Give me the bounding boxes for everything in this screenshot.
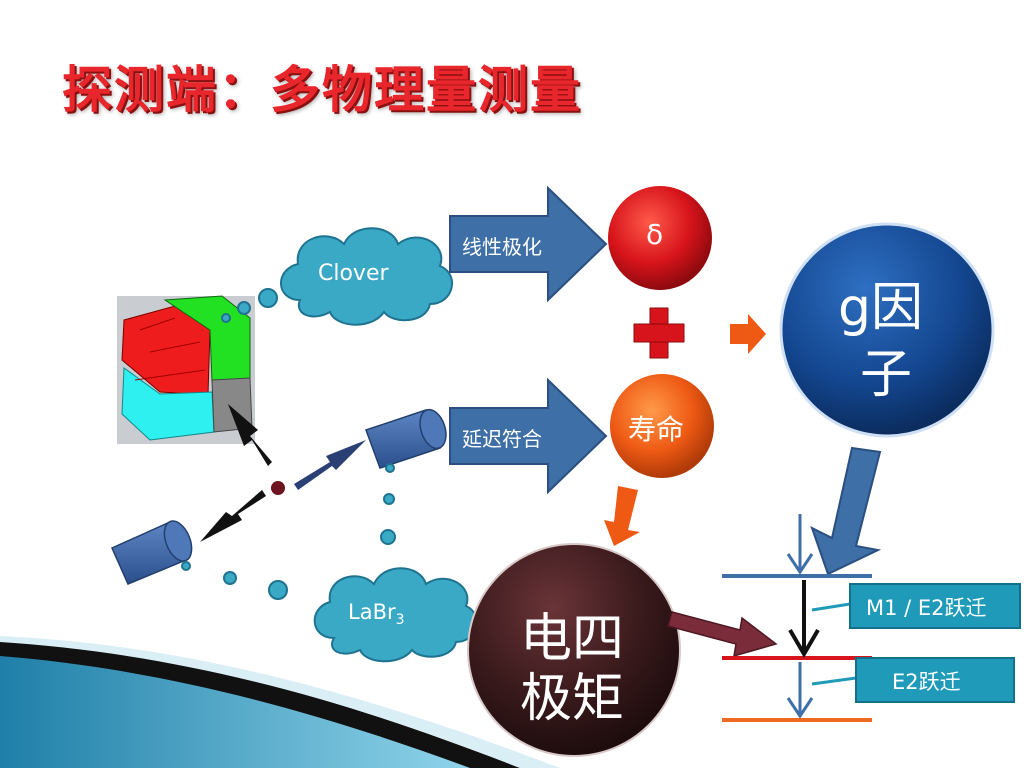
lifetime-circle <box>610 374 714 478</box>
labr-label-subscript: 3 <box>395 612 405 629</box>
m1e2-label-box <box>849 583 1021 629</box>
page-title: 探测端：多物理量测量 <box>62 61 582 119</box>
e2-transition-label: E2跃迁 <box>892 670 961 694</box>
delta-circle <box>608 186 712 290</box>
labr-label: LaBr3 <box>348 600 405 628</box>
clover-label: Clover <box>318 261 389 286</box>
g-factor-label-line1: g因 <box>838 278 924 338</box>
clover-detector-image <box>117 295 255 444</box>
g-factor-label-line2: 子 <box>860 345 913 405</box>
quadrupole-label-line1: 电四 <box>520 609 625 669</box>
quadrupole-label-line2: 极矩 <box>520 669 625 729</box>
labr-detector-lower <box>111 520 193 585</box>
e2-label-box <box>855 657 1015 703</box>
labr-thought-bubbles <box>181 463 396 600</box>
black-arrows <box>200 404 272 542</box>
decorative-swoosh <box>0 636 560 768</box>
delta-label: δ <box>646 218 664 251</box>
labr-cloud <box>313 567 478 663</box>
quadrupole-arrow <box>667 611 778 658</box>
polarization-arrow <box>449 185 608 303</box>
plus-icon <box>633 307 685 359</box>
blue-ray-arrow <box>294 440 366 490</box>
lifetime-label: 寿命 <box>628 413 685 446</box>
coincidence-arrow-label: 延迟符合 <box>462 427 542 451</box>
g-factor-down-arrow <box>810 446 882 576</box>
clover-thought-bubbles <box>221 288 278 323</box>
coincidence-arrow <box>449 377 608 495</box>
small-orange-arrow <box>730 314 766 354</box>
quadrupole-circle <box>467 543 681 757</box>
radiation-source-dot <box>271 481 285 495</box>
g-factor-circle <box>779 222 995 438</box>
lifetime-down-arrow <box>604 486 640 546</box>
polarization-arrow-label: 线性极化 <box>462 235 542 259</box>
labr-label-text: LaBr <box>348 600 396 624</box>
clover-cloud <box>280 227 453 326</box>
m1e2-transition-label: M1 / E2跃迁 <box>866 596 987 620</box>
level-scheme <box>722 514 872 722</box>
labr-detector-upper <box>365 408 447 469</box>
